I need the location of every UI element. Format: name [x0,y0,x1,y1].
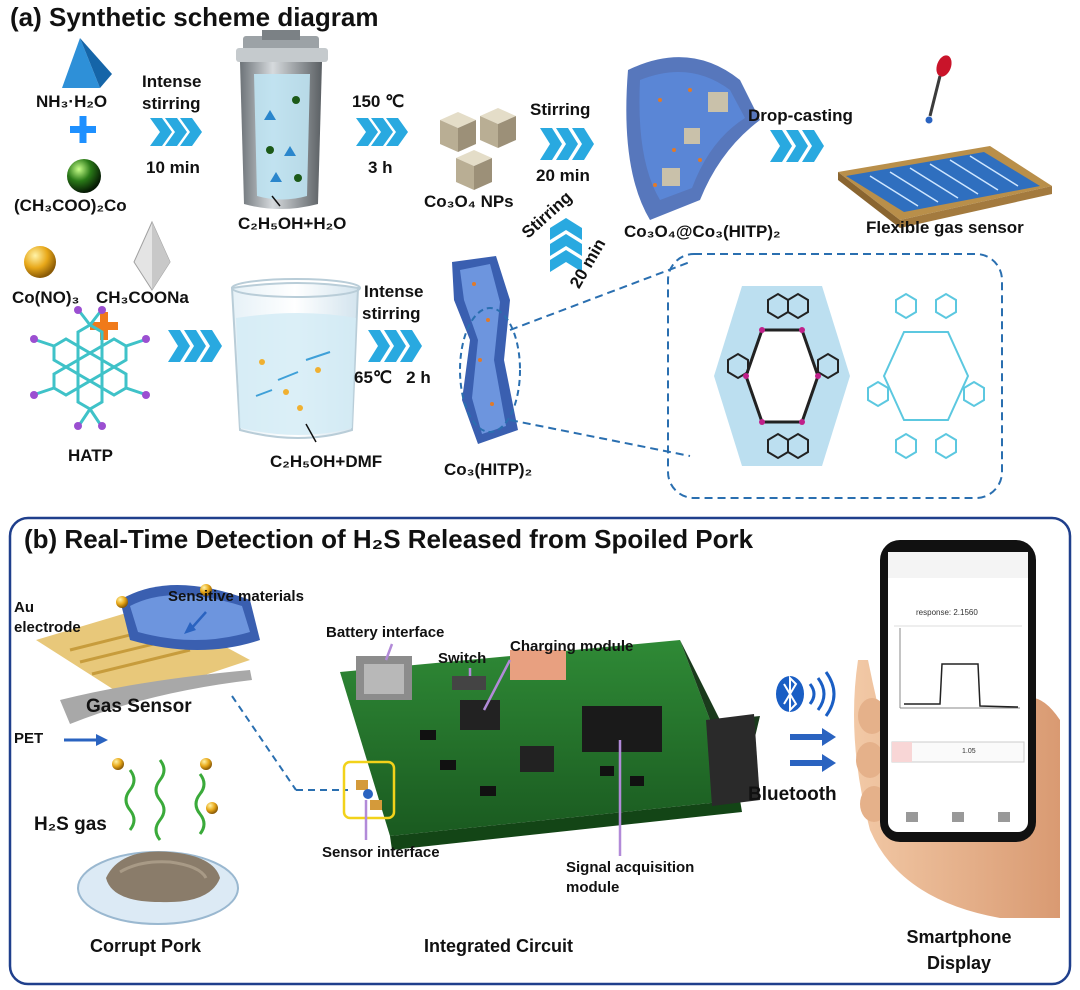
composite-label: Co₃O₄@Co₃(HITP)₂ [624,222,781,241]
beaker-icon [230,278,361,439]
sensitive-materials-label: Sensitive materials [168,588,304,605]
step-1-line-2: stirring [142,94,201,113]
cobalt-nitrate-ball-icon [24,246,56,278]
composite-mof-icon [626,57,760,221]
step-2-temperature: 150 ℃ [352,92,405,111]
reactant-cobalt-nitrate-label: Co(NO)₃ [12,288,80,307]
step-2-time: 3 h [368,158,393,177]
charging-module-label: Charging module [510,638,634,655]
switch-label: Switch [438,650,487,667]
co3o4-np-label: Co₃O₄ NPs [424,192,514,211]
step-1-line-1: Intense [142,72,202,91]
phone-value-text: 1.05 [962,748,976,755]
sensor-interface-label: Sensor interface [322,844,440,861]
hatp-molecule-icon [35,311,145,425]
smartphone-display-label: Smartphone Display [906,927,1012,973]
signal-acquisition-label: Signal acquisition module [566,859,695,896]
sodium-acetate-crystal-icon [133,220,171,291]
autoclave-label: C₂H₅OH+H₂O [238,214,347,233]
flexible-sensor-label: Flexible gas sensor [866,218,1024,237]
step-4-label: Drop-casting [748,106,853,125]
battery-interface-label: Battery interface [326,624,445,641]
bluetooth-label: Bluetooth [748,784,837,805]
plus-icon-blue [70,116,96,143]
flexible-sensor-icon [838,146,1052,228]
gas-sensor-label: Gas Sensor [86,696,192,717]
reactant-sodium-acetate-label: CH₃COONa [96,288,189,307]
zoom-circle [459,307,521,433]
panel-b-title: (b) Real-Time Detection of H₂S Released … [24,524,754,554]
mof-label: Co₃(HITP)₂ [444,460,533,479]
sensitive-materials-arrow-icon [184,611,207,634]
h2s-gas-molecules-icon [112,584,218,841]
step-3-time: 20 min [536,166,590,185]
transmission-arrows-icon [790,728,836,772]
smartphone-icon [880,540,1036,842]
phone-response-text: response: 2.1560 [916,608,978,617]
pork-icon [77,851,239,925]
arrow-1-icon [150,118,202,146]
arrow-7-icon [368,330,422,362]
mof-stack-icon [452,256,518,444]
nh3-pyramid-icon [62,38,112,88]
pet-arrow-icon [64,734,108,746]
beaker-label: C₂H₅OH+DMF [270,452,383,471]
co3o4-nanocube-icon [440,108,516,190]
cobalt-acetate-ball-icon [67,159,101,193]
hatp-label: HATP [68,446,114,465]
step-3-label: Stirring [530,100,591,119]
autoclave-icon [236,30,328,209]
mof-hexagon-structure [714,286,850,466]
arrow-3-icon [540,128,594,160]
dropper-icon [925,55,952,124]
step-5-line-2: stirring [362,304,421,323]
pet-label: PET [14,730,44,747]
bluetooth-icon [776,671,836,717]
au-electrode-label: Au electrode [14,599,81,636]
leader-lines [364,643,622,856]
panel-a-title: (a) Synthetic scheme diagram [10,2,379,32]
integrated-circuit-label: Integrated Circuit [424,936,574,956]
mof-light-structure [867,292,985,460]
mof-structure-box [667,253,1003,499]
panel-b-border [8,516,1072,986]
step-1-time: 10 min [146,158,200,177]
pcb-board-icon [340,640,760,850]
step-5-conditions: 65℃ 2 h [354,368,431,387]
gas-sensor-icon [36,585,260,724]
arrow-2-icon [356,118,408,146]
corrupt-pork-label: Corrupt Pork [90,936,202,956]
reactant-nh3-label: NH₃·H₂O [36,92,108,111]
hatp-nitrogen-dots [30,306,150,430]
sensor-interface-highlight [342,760,396,820]
reactant-cobalt-acetate-label: (CH₃COO)₂Co [14,196,127,215]
arrow-5-icon [550,218,582,272]
step-5-line-1: Intense [364,282,424,301]
arrow-4-icon [770,130,824,162]
h2s-gas-label: H₂S gas [34,814,107,835]
arrow-6-icon [168,330,222,362]
plus-icon-orange [90,312,118,340]
